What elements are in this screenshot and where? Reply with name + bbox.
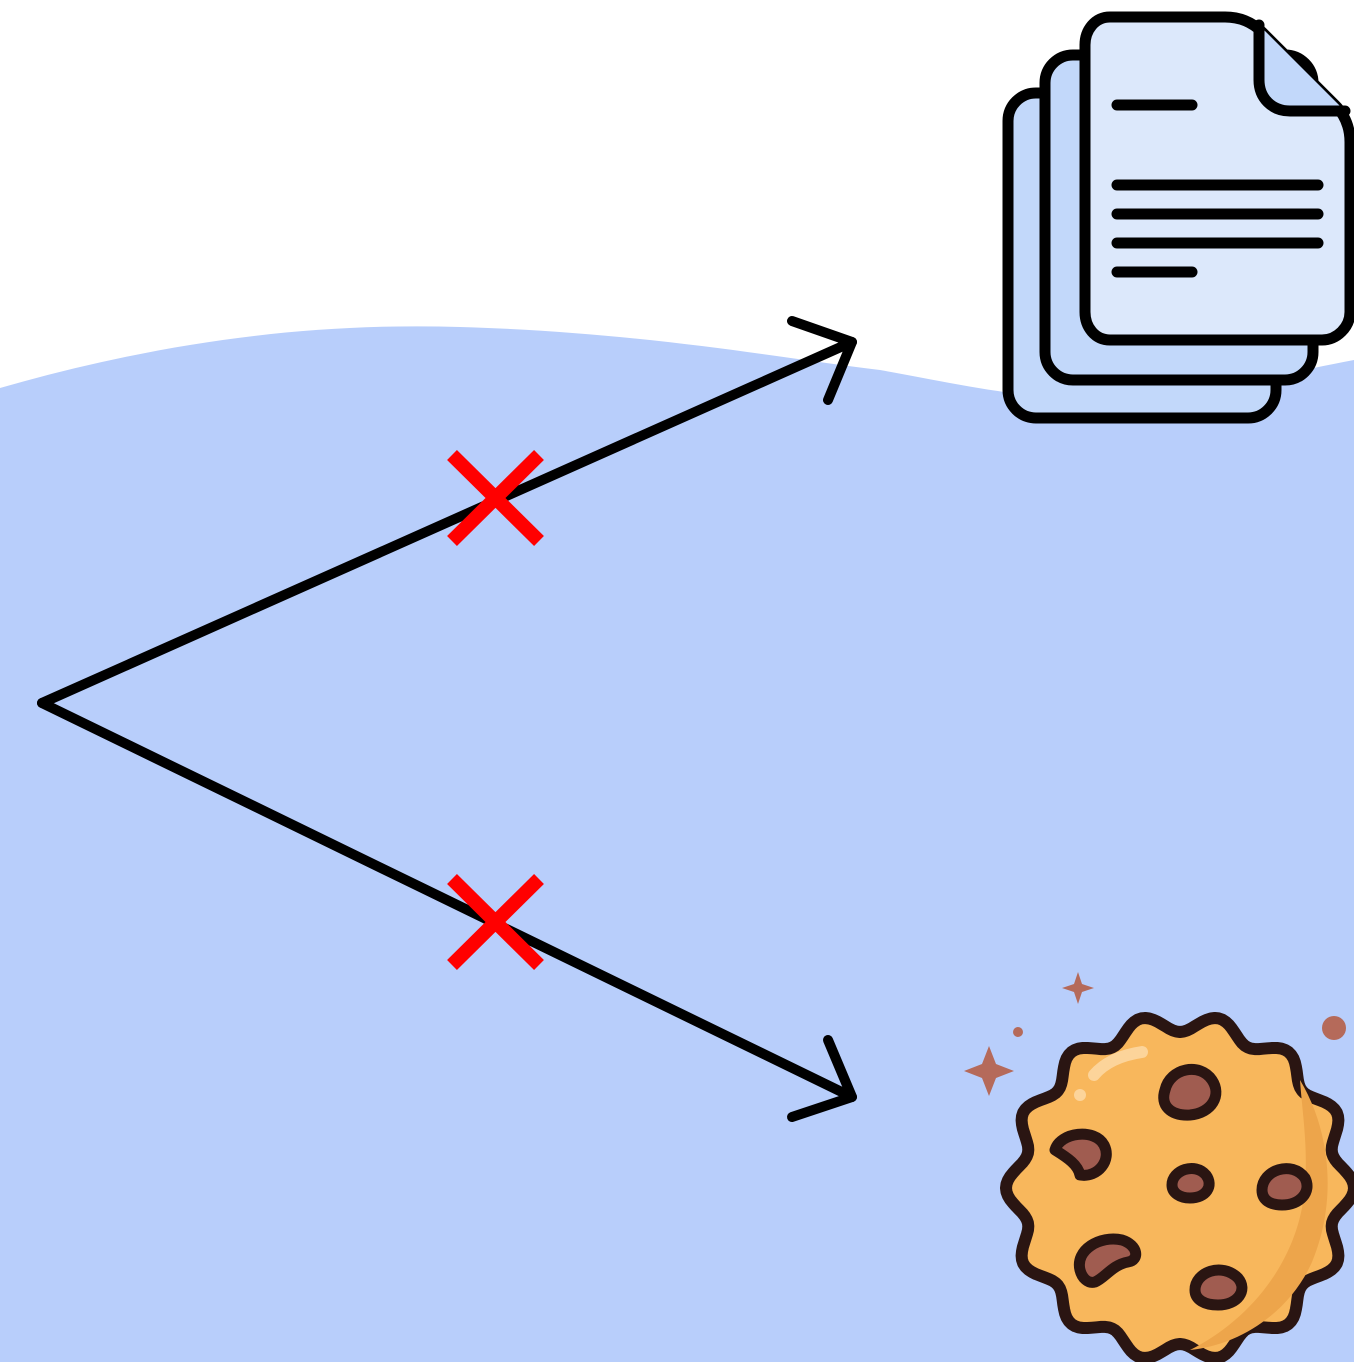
lower-arrow-head <box>787 1035 857 1122</box>
chip <box>1189 1264 1248 1311</box>
documents-stack-icon <box>1002 11 1354 424</box>
lower-arrow-line <box>37 698 857 1102</box>
crumb-dot <box>1322 1016 1346 1040</box>
cookie-highlight <box>1088 1046 1148 1081</box>
cookie-icon <box>964 972 1354 1362</box>
chip <box>1166 1163 1215 1204</box>
chip <box>1049 1128 1112 1181</box>
chip <box>1158 1064 1222 1121</box>
branch-arrows <box>37 316 857 1122</box>
chip <box>1256 1163 1313 1211</box>
chocolate-chips <box>1049 1064 1313 1311</box>
sparkle-icon <box>964 1046 1014 1096</box>
red-x-icon <box>447 450 544 546</box>
background-wave <box>0 326 1354 1362</box>
block-marks <box>447 450 544 970</box>
cookie-highlight-dot <box>1074 1089 1086 1101</box>
chip <box>1073 1233 1142 1288</box>
crumb-dot <box>1013 1027 1023 1037</box>
sparkle-icon <box>1062 972 1094 1004</box>
upper-arrow-head <box>787 316 857 405</box>
cookie-shade <box>1190 1080 1328 1350</box>
upper-arrow-line <box>37 337 857 708</box>
red-x-icon <box>447 874 544 970</box>
